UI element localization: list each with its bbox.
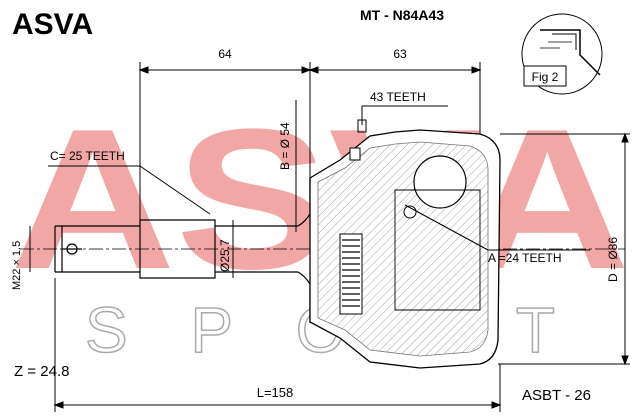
teeth-c-label: C= 25 TEETH [50, 149, 125, 163]
part-number: MT - N84A43 [360, 7, 444, 23]
teeth-c-leader [48, 165, 211, 215]
total-length-line [53, 278, 502, 412]
shaft-diameter-label: Ø25.7 [218, 239, 232, 272]
footer-code: ASBT - 26 [522, 387, 591, 404]
total-length-label: L=158 [257, 385, 294, 400]
teeth-a-label: A =24 TEETH [488, 251, 561, 265]
top-dimension-lines [138, 62, 482, 232]
dimension-64: 64 [218, 47, 232, 61]
joint-housing [309, 129, 501, 369]
z-value: Z = 24.8 [14, 363, 69, 380]
teeth-a-leader [404, 204, 590, 251]
teeth-43-leader [357, 105, 448, 133]
fig2-label: Fig 2 [532, 70, 559, 84]
diameter-b-label: B = Ø 54 [278, 122, 292, 170]
diameter-d-line [498, 132, 630, 366]
brand-logo: ASVA [12, 8, 93, 41]
diameter-d-label: D = Ø86 [606, 237, 620, 282]
fig2-inset [521, 13, 603, 95]
teeth-43-label: 43 TEETH [370, 90, 426, 104]
dimension-63: 63 [393, 47, 407, 61]
thread-label: M22 × 1.5 [11, 241, 23, 290]
